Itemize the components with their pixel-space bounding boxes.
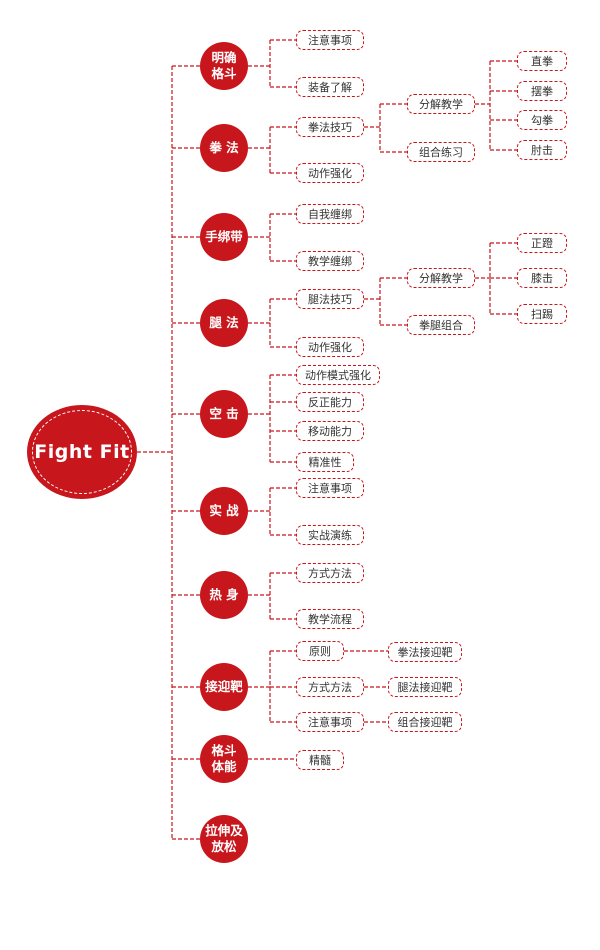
node-tuifa-qianghua: 动作强化 — [296, 337, 364, 357]
category-kongji: 空 击 — [200, 390, 248, 438]
category-jieyingba: 接迎靶 — [200, 663, 248, 711]
node-mingque-zhuangbei: 装备了解 — [296, 77, 364, 97]
node-quanfa-qianghua: 动作强化 — [296, 163, 364, 183]
node-zuhe-jieyingba: 组合接迎靶 — [388, 712, 462, 732]
category-shoubangdai: 手绑带 — [200, 213, 248, 261]
node-fanzheng-nengli: 反正能力 — [296, 392, 364, 412]
category-shizhan: 实 战 — [200, 487, 248, 535]
node-reshen-liucheng: 教学流程 — [296, 609, 364, 629]
node-reshen-fangshi: 方式方法 — [296, 563, 364, 583]
root-label: Fight Fit — [34, 441, 130, 463]
category-reshen: 热 身 — [200, 571, 248, 619]
node-xiji: 膝击 — [517, 268, 567, 288]
category-gedou-tineng: 格斗 体能 — [200, 735, 248, 783]
node-shizhan-yanlian: 实战演练 — [296, 525, 364, 545]
node-quanfa-zuhe: 组合练习 — [407, 142, 475, 162]
category-quanfa: 拳 法 — [200, 124, 248, 172]
node-tuifa-quantui: 拳腿组合 — [407, 315, 475, 335]
node-jieyingba-zhuyi: 注意事项 — [296, 712, 364, 732]
node-jieyingba-yuanze: 原则 — [296, 641, 344, 661]
node-zhouji: 肘击 — [517, 140, 567, 160]
category-mingque-gedou: 明确 格斗 — [200, 42, 248, 90]
node-saoti: 扫踢 — [517, 304, 567, 324]
node-quanfa-fenjie: 分解教学 — [407, 94, 475, 114]
node-gouquan: 勾拳 — [517, 110, 567, 130]
node-dongzuo-moshi: 动作模式强化 — [296, 365, 380, 385]
node-jiaoxue-chanbang: 教学缠绑 — [296, 251, 364, 271]
node-tuifa-jiqiao: 腿法技巧 — [296, 289, 364, 309]
node-ziwo-chanbang: 自我缠绑 — [296, 204, 364, 224]
root-node: Fight Fit — [27, 405, 137, 499]
node-shizhan-zhuyi: 注意事项 — [296, 478, 364, 498]
node-jieyingba-fangshi: 方式方法 — [296, 677, 364, 697]
node-yidong-nengli: 移动能力 — [296, 421, 364, 441]
node-mingque-zhuyi: 注意事项 — [296, 30, 364, 50]
node-baiquan: 摆拳 — [517, 81, 567, 101]
node-jingsui: 精髓 — [296, 750, 344, 770]
node-zhengdeng: 正蹬 — [517, 233, 567, 253]
node-quanfa-jieyingba: 拳法接迎靶 — [388, 642, 462, 662]
node-zhiquan: 直拳 — [517, 51, 567, 71]
node-jingzhunxing: 精准性 — [296, 452, 354, 472]
node-tuifa-fenjie: 分解教学 — [407, 268, 475, 288]
category-lashen-fangsong: 拉伸及 放松 — [200, 815, 248, 863]
node-tuifa-jieyingba: 腿法接迎靶 — [388, 677, 462, 697]
category-tuifa: 腿 法 — [200, 299, 248, 347]
node-quanfa-jiqiao: 拳法技巧 — [296, 117, 364, 137]
